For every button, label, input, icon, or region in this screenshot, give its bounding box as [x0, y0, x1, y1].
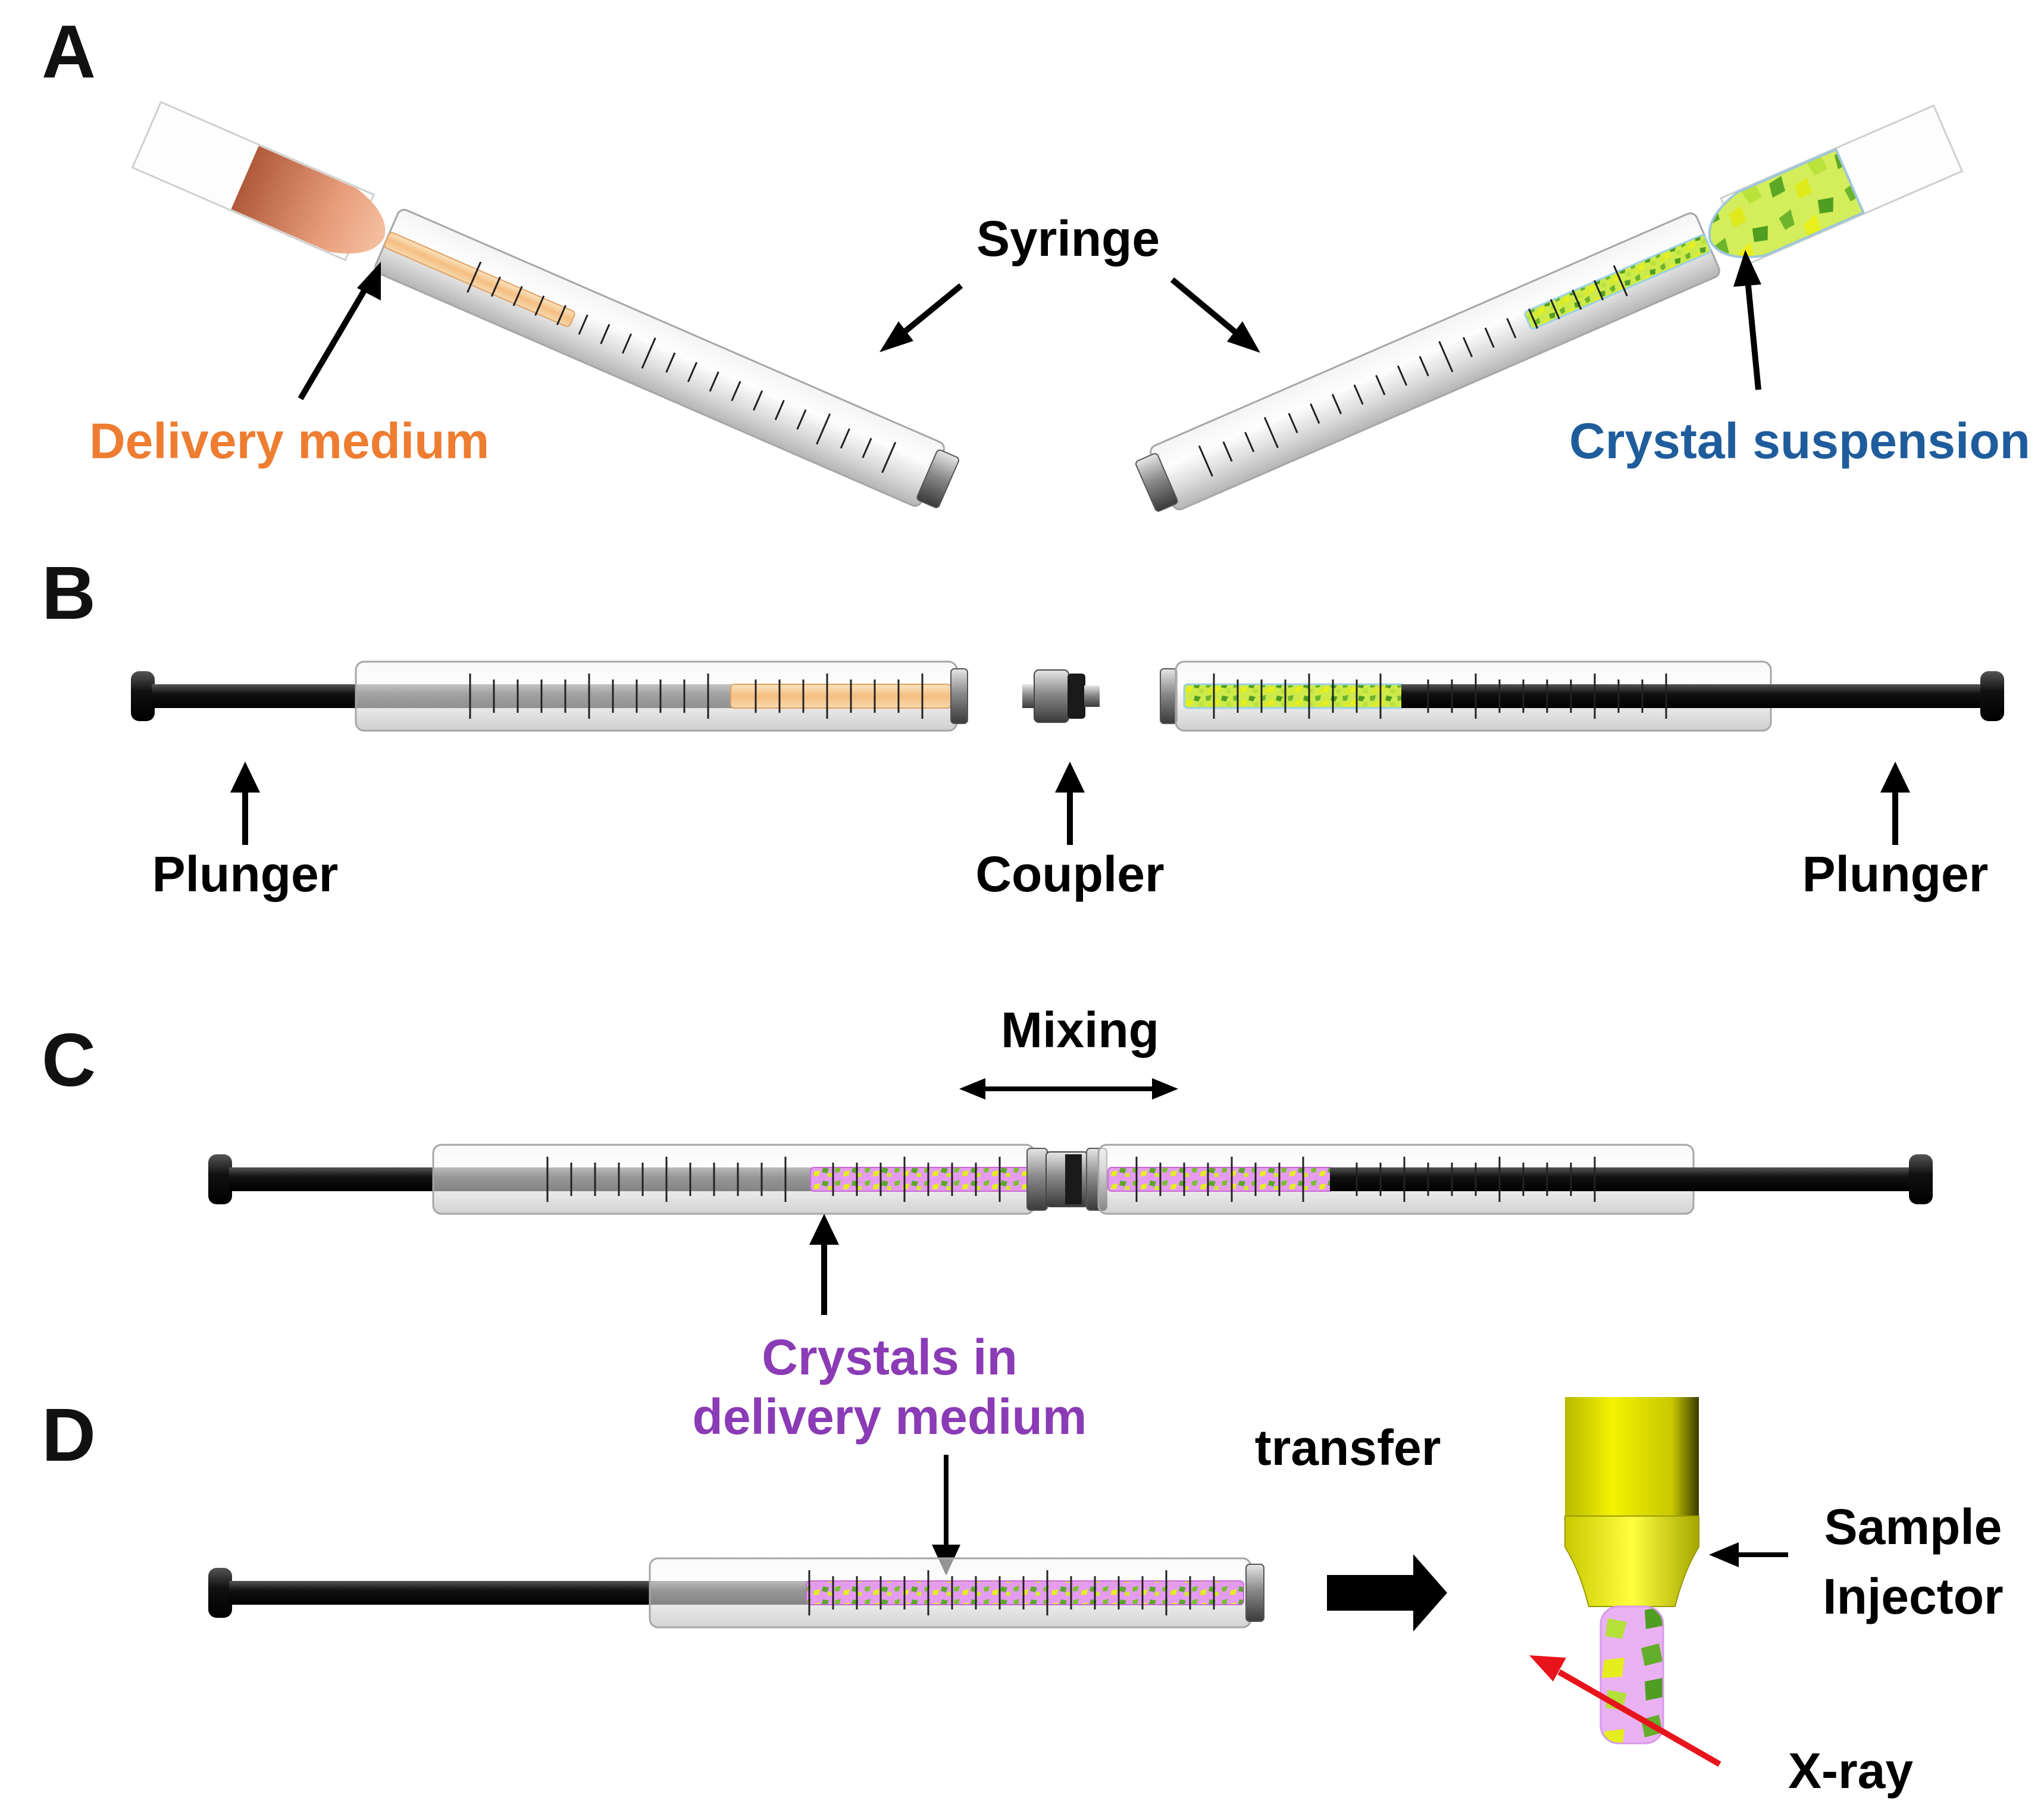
plunger-thumb — [208, 1568, 232, 1618]
barrel-ticks — [1135, 1157, 1596, 1202]
barrel-ticks — [1213, 674, 1667, 719]
coupler-connected — [1026, 1148, 1048, 1211]
sample-jet — [1599, 1605, 1664, 1745]
plunger-rod-right — [1330, 1167, 1916, 1191]
syringe-label: Syringe — [976, 211, 1160, 267]
crystal-suspension-arrow — [1733, 250, 1761, 390]
syringe-a-left — [131, 101, 960, 509]
crystals-in-medium-fill-right — [1107, 1167, 1334, 1192]
injector-body — [1565, 1397, 1699, 1516]
syringe-luer-end — [1160, 668, 1178, 724]
crystals-label-line1: Crystals in — [762, 1329, 1018, 1385]
syringe-luer-end — [1135, 453, 1178, 512]
syringe-b-right — [1160, 660, 2004, 732]
xray-beam — [1529, 1655, 1721, 1767]
transfer-label: transfer — [1255, 1420, 1441, 1476]
panel-a-label: A — [42, 10, 96, 93]
delivery-medium-arrow — [298, 262, 381, 400]
coupler-label: Coupler — [975, 846, 1164, 902]
crystals-label-line2: delivery medium — [693, 1389, 1087, 1445]
panel-b-label: B — [42, 551, 96, 635]
xray-label: X-ray — [1788, 1743, 1913, 1799]
plunger-label-left: Plunger — [152, 846, 339, 902]
delivery-medium-label: Delivery medium — [89, 413, 489, 469]
crystals-arrow-up — [809, 1214, 839, 1315]
syringe-luer-end — [1245, 1564, 1264, 1622]
plunger-rod-right — [1401, 684, 1987, 708]
sample-injector-label-line2: Injector — [1823, 1568, 2003, 1624]
medium-pipette-cone — [231, 146, 386, 254]
injector-arrow — [1709, 1542, 1788, 1567]
barrel-ticks — [469, 674, 924, 719]
crystal-suspension-fill — [1524, 234, 1711, 330]
sample-injector-label-line1: Sample — [1824, 1499, 2002, 1555]
barrel-ticks — [546, 1157, 1001, 1202]
barrel-ticks — [808, 1570, 1215, 1615]
crystals-in-medium-fill-left — [810, 1167, 1030, 1192]
sample-injector — [1564, 1397, 1699, 1745]
plunger-thumb-right — [1909, 1154, 1933, 1204]
injector-nozzle — [1564, 1515, 1699, 1607]
crystal-suspension-fill — [1183, 683, 1406, 709]
mixing-label: Mixing — [1001, 1002, 1159, 1058]
syringe-luer-end — [916, 449, 960, 509]
syringe-arrow-right — [1170, 277, 1260, 353]
plunger-thumb-left — [131, 671, 155, 721]
plunger-arrow-left — [230, 762, 260, 845]
mixing-double-arrow — [959, 1078, 1178, 1100]
crystal-suspension-label: Crystal suspension — [1569, 413, 2030, 469]
barrel-ticks — [1198, 265, 1628, 477]
panel-d-label: D — [42, 1393, 96, 1477]
plunger-thumb-left — [208, 1154, 232, 1204]
crystal-pipette-cone — [1708, 148, 1865, 259]
delivery-medium-fill — [384, 232, 575, 327]
plunger-arrow-right — [1880, 762, 1910, 845]
syringe-a-right — [1135, 104, 1964, 512]
transfer-arrow — [1327, 1554, 1447, 1631]
syringe-d — [208, 1557, 1264, 1629]
coupler-arrow — [1055, 762, 1085, 845]
syringe-b-left — [131, 660, 968, 732]
panel-c-label: C — [42, 1018, 96, 1102]
barrel-ticks — [467, 261, 897, 474]
delivery-medium-fill — [730, 684, 951, 709]
syringe-luer-end — [950, 668, 968, 724]
syringe-c-assembly — [208, 1144, 1933, 1215]
syringe-arrow-left — [879, 283, 963, 352]
coupler — [1022, 669, 1100, 723]
plunger-thumb-right — [1980, 671, 2004, 721]
crystals-in-medium-fill — [806, 1580, 1244, 1605]
plunger-label-right: Plunger — [1802, 846, 1989, 902]
